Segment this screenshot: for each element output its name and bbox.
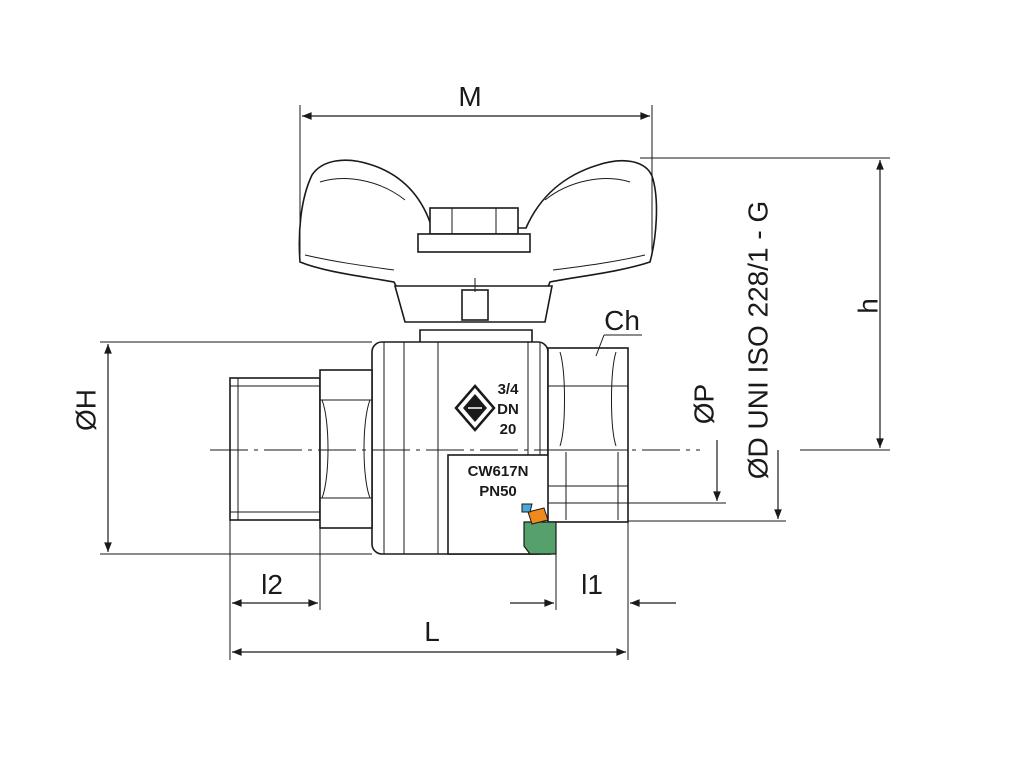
seal-section xyxy=(521,503,557,555)
marking-dn: DN xyxy=(497,401,519,418)
marking-material: CW617N xyxy=(468,463,529,480)
dimension-m xyxy=(299,105,653,255)
female-thread-end xyxy=(547,347,629,523)
label-ch: Ch xyxy=(604,305,640,336)
dimension-inner-diameter xyxy=(548,440,726,504)
label-l: L xyxy=(424,616,440,647)
label-h: h xyxy=(852,298,883,314)
label-oh: ØH xyxy=(70,389,101,431)
label-m: M xyxy=(458,81,481,112)
label-l2: l2 xyxy=(261,569,283,600)
dimension-l2 xyxy=(229,520,321,660)
ch-leader xyxy=(595,334,605,357)
male-thread-end xyxy=(229,369,373,529)
dimension-l1 xyxy=(510,522,676,660)
valve-body xyxy=(371,329,551,555)
dimension-outer-height xyxy=(100,341,372,555)
stem-nut xyxy=(417,207,531,321)
seal-blue-insert xyxy=(521,503,533,513)
dimension-h xyxy=(640,157,890,451)
seal-orange-insert xyxy=(527,507,549,525)
dimension-thread-diameter xyxy=(628,450,786,522)
marking-size: 3/4 xyxy=(498,381,520,398)
marking-pressure: PN50 xyxy=(479,483,517,500)
seal-green-ring xyxy=(523,521,557,555)
label-od-thread: ØD UNI ISO 228/1 - G xyxy=(742,201,773,480)
marking-dn-value: 20 xyxy=(500,421,517,438)
label-l1: l1 xyxy=(581,569,603,600)
label-op: ØP xyxy=(688,384,719,424)
body-logo xyxy=(454,384,496,432)
